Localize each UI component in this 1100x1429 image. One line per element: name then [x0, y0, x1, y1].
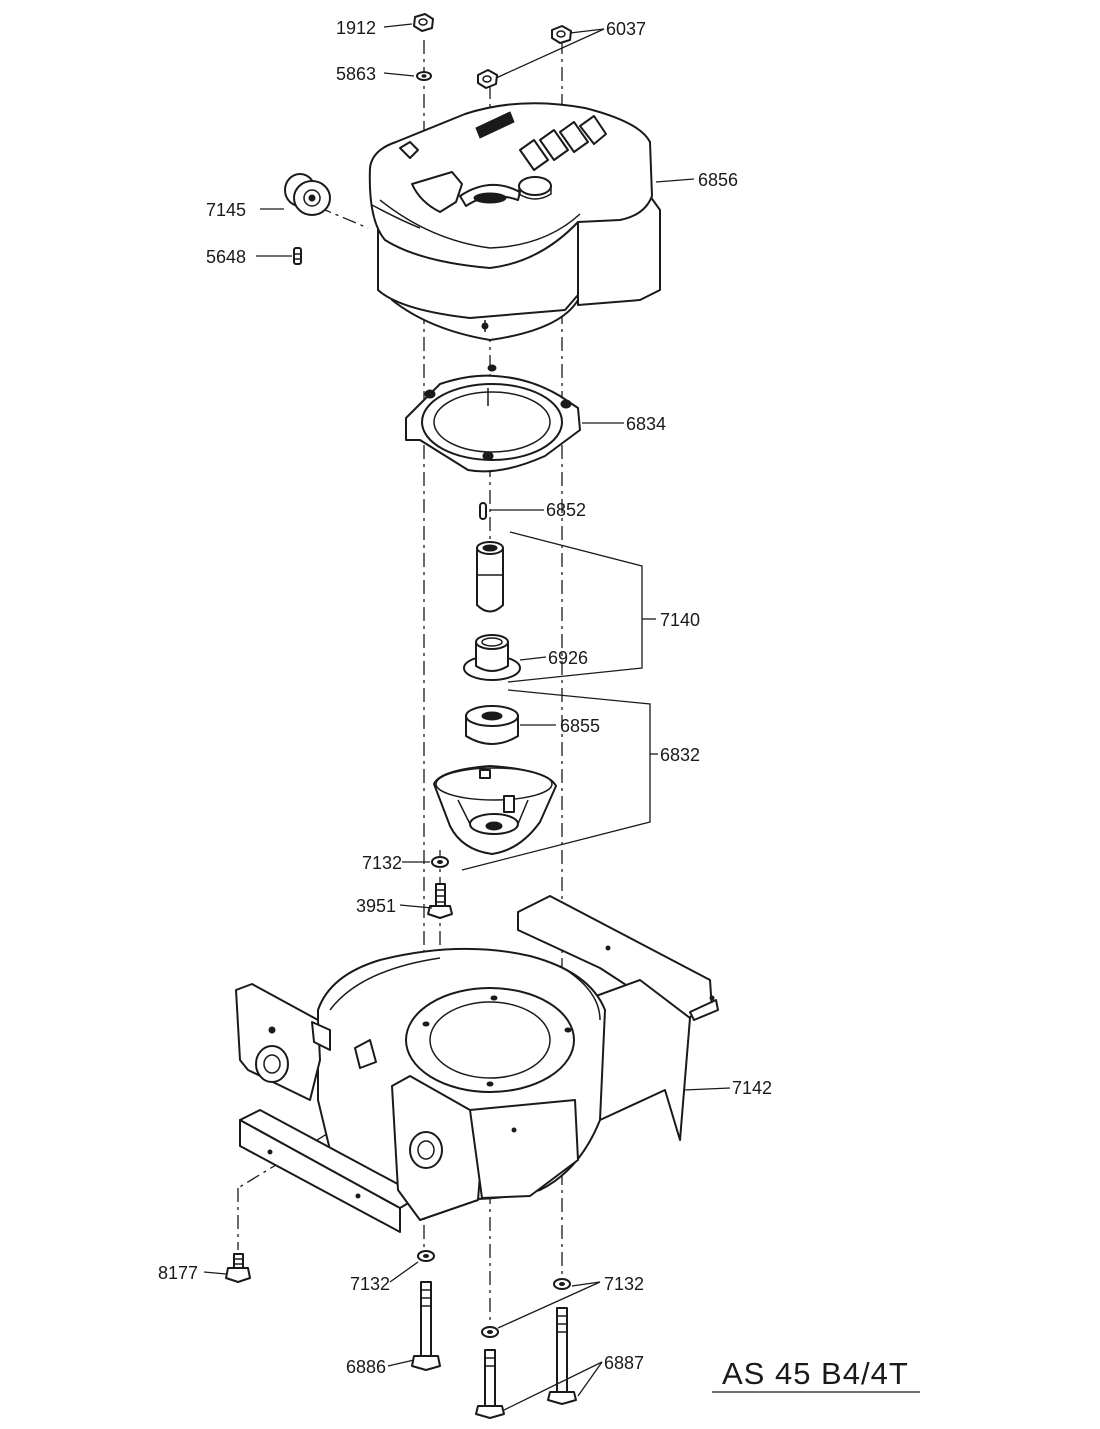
label-6926: 6926	[548, 648, 588, 668]
flange-6834	[405, 364, 581, 473]
label-7145: 7145	[206, 200, 246, 220]
label-5648: 5648	[206, 247, 246, 267]
label-6855: 6855	[560, 716, 600, 736]
nut-1912	[413, 13, 434, 32]
pin-5648	[293, 247, 302, 265]
nut-6037-right	[551, 25, 572, 44]
label-6852: 6852	[546, 500, 586, 520]
label-3951: 3951	[356, 896, 396, 916]
label-6856: 6856	[698, 170, 738, 190]
leader-lines	[203, 23, 920, 1411]
nut-6037-left	[477, 69, 498, 89]
label-7132-upper: 7132	[362, 853, 402, 873]
blade-cup-6832	[433, 765, 557, 855]
label-6832: 6832	[660, 745, 700, 765]
screw-3951	[427, 883, 453, 919]
bushing-6855	[465, 705, 519, 745]
cooling-vents	[475, 111, 607, 171]
deck-housing-7142	[235, 895, 719, 1233]
bolt-6887-right	[547, 1307, 577, 1405]
washer-7132-lower-left	[417, 1250, 435, 1262]
label-6834: 6834	[626, 414, 666, 434]
part-labels: 1912 6037 5863 6856 7145 5648 6834 6852 …	[158, 18, 772, 1377]
label-6886: 6886	[346, 1357, 386, 1377]
washer-7132-upper	[431, 856, 449, 868]
label-6037: 6037	[606, 19, 646, 39]
label-5863: 5863	[336, 64, 376, 84]
key-6852	[479, 502, 487, 520]
label-6887: 6887	[604, 1353, 644, 1373]
bolt-6887-center	[475, 1349, 505, 1419]
washer-7132-lower-right	[553, 1278, 571, 1290]
bolt-6886	[411, 1281, 441, 1371]
label-7142: 7142	[732, 1078, 772, 1098]
engine-6856	[368, 102, 661, 341]
washer-center-lower	[481, 1326, 499, 1338]
screw-8177	[225, 1253, 251, 1283]
model-title: AS 45 B4/4T	[722, 1356, 909, 1391]
label-7132-lower-left: 7132	[350, 1274, 390, 1294]
label-7140: 7140	[660, 610, 700, 630]
shaft-adapter	[476, 541, 504, 613]
label-7132-lower-right: 7132	[604, 1274, 644, 1294]
pulley-7145	[284, 173, 331, 216]
label-8177: 8177	[158, 1263, 198, 1283]
label-1912: 1912	[336, 18, 376, 38]
washer-5863	[416, 71, 432, 81]
hub-6926	[463, 634, 521, 681]
